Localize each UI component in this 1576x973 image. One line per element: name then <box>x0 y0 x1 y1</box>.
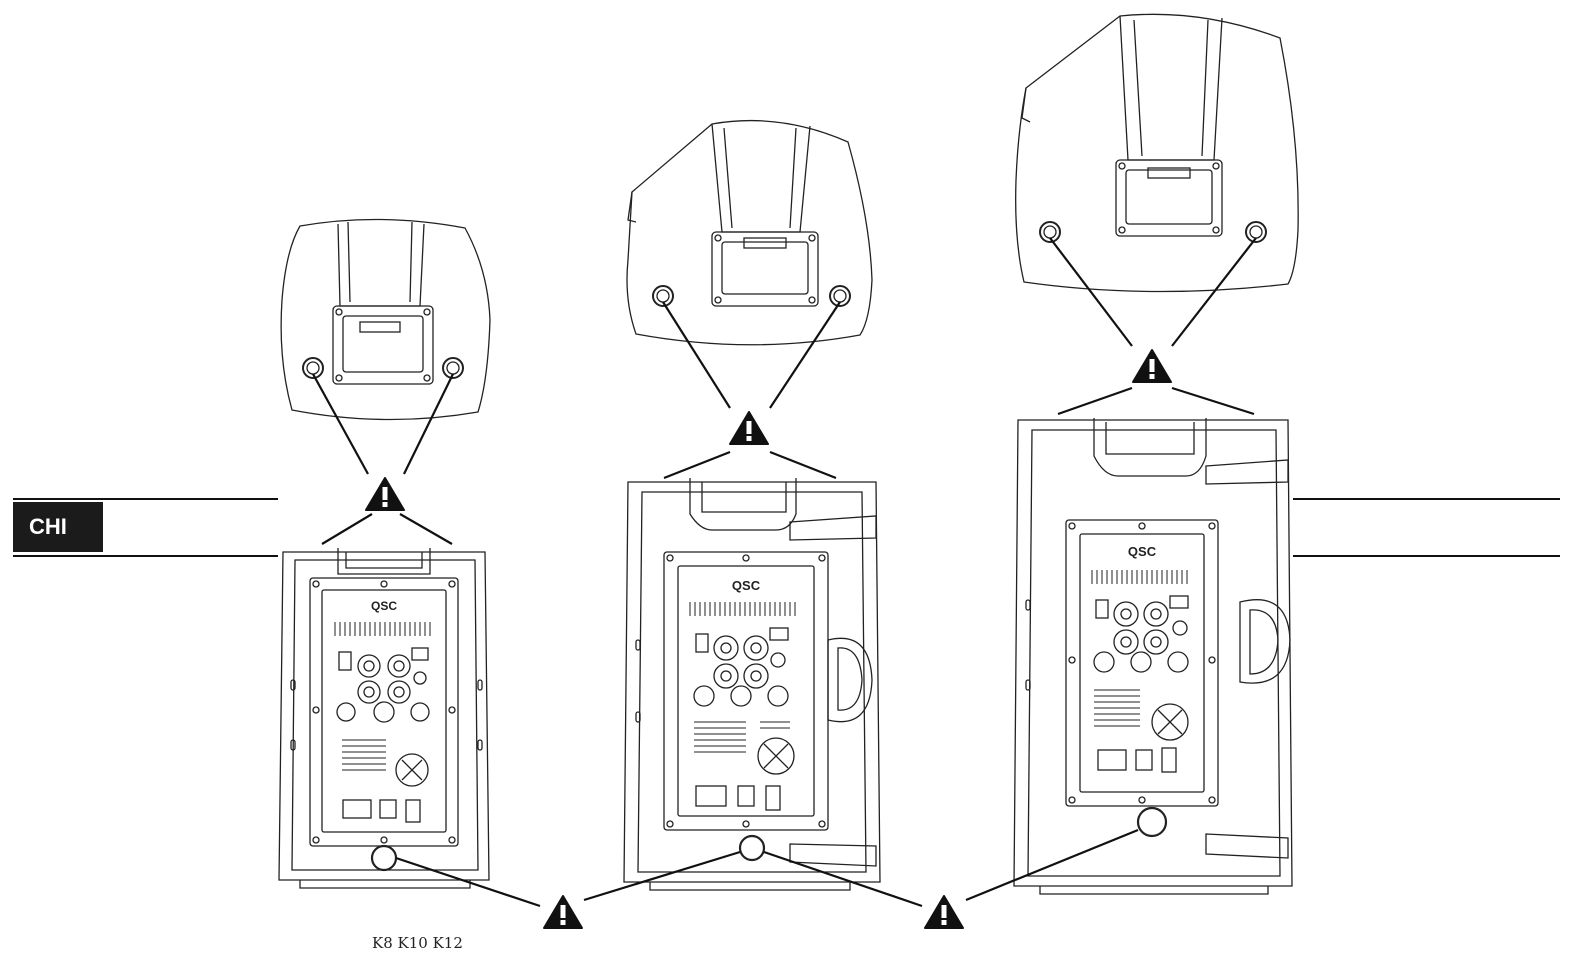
warning-triangle-icon <box>365 477 405 511</box>
qsc-logo: QSC <box>1128 544 1157 559</box>
warning-triangle-icon <box>924 895 964 929</box>
speaker-k10 <box>623 119 881 891</box>
speaker-k12 <box>1013 13 1299 895</box>
speaker-k8-rear-view <box>278 548 490 889</box>
speaker-k12-rear-view <box>1013 418 1293 895</box>
language-tab-label: CHI <box>29 514 67 539</box>
warning-triangle-icon <box>1132 349 1172 383</box>
speaker-k8-top-view <box>280 218 491 421</box>
callout-lines <box>312 237 1257 908</box>
speaker-k10-rear-view <box>623 478 881 891</box>
warning-triangle-icon <box>543 895 583 929</box>
qsc-logo: QSC <box>732 578 761 593</box>
qsc-logo: QSC <box>371 599 397 613</box>
speaker-k10-top-view <box>626 119 873 346</box>
language-tab: CHI <box>13 502 103 552</box>
warning-triangle-icon <box>729 411 769 445</box>
speaker-k12-top-view <box>1015 13 1299 293</box>
speaker-k8 <box>278 218 491 889</box>
model-caption: K8 K10 K12 <box>372 934 463 952</box>
section-rules <box>13 498 1560 557</box>
